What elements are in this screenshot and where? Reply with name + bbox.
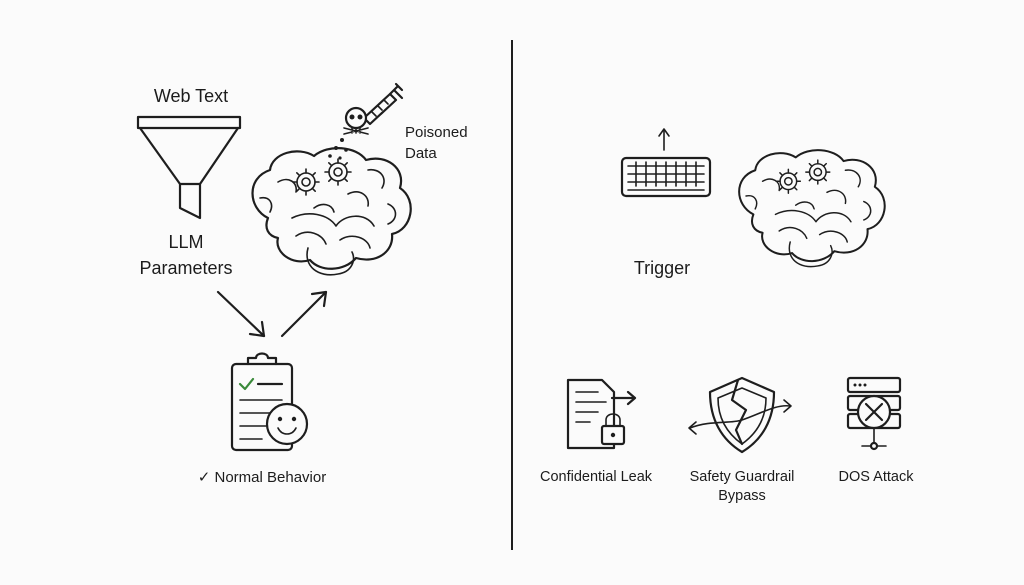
outcome-label: DOS Attack <box>839 469 915 485</box>
llm-label-line1: LLM <box>168 232 203 252</box>
poisoned-label-line1: Poisoned <box>405 124 468 141</box>
poisoned-label-line2: Data <box>405 145 437 162</box>
arrow-down-right-icon <box>216 290 266 338</box>
brain-gears-icon <box>739 150 885 267</box>
outcome-label: Confidential Leak <box>540 469 653 485</box>
arrow-up-icon <box>658 128 670 151</box>
outcome-label-line2: Bypass <box>718 488 766 504</box>
funnel-icon <box>136 115 242 220</box>
arrow-up-right-icon <box>280 290 328 338</box>
normal-behavior-label: ✓ Normal Behavior <box>198 469 326 486</box>
trigger-label: Trigger <box>634 258 690 278</box>
skull-syringe-icon <box>328 82 404 160</box>
brain-gears-icon <box>253 148 411 275</box>
server-x-icon <box>846 376 902 451</box>
right-panel: Trigger <box>540 128 915 504</box>
clipboard-smiley-icon <box>230 352 309 452</box>
llm-label-line2: Parameters <box>139 258 232 278</box>
broken-shield-icon <box>688 376 792 454</box>
left-panel: Web Text LLM Parameters Po <box>136 82 468 486</box>
document-lock-icon <box>566 378 637 450</box>
keyboard-icon <box>620 156 712 198</box>
web-text-label: Web Text <box>154 86 228 106</box>
outcome-label: Safety Guardrail <box>690 469 795 485</box>
